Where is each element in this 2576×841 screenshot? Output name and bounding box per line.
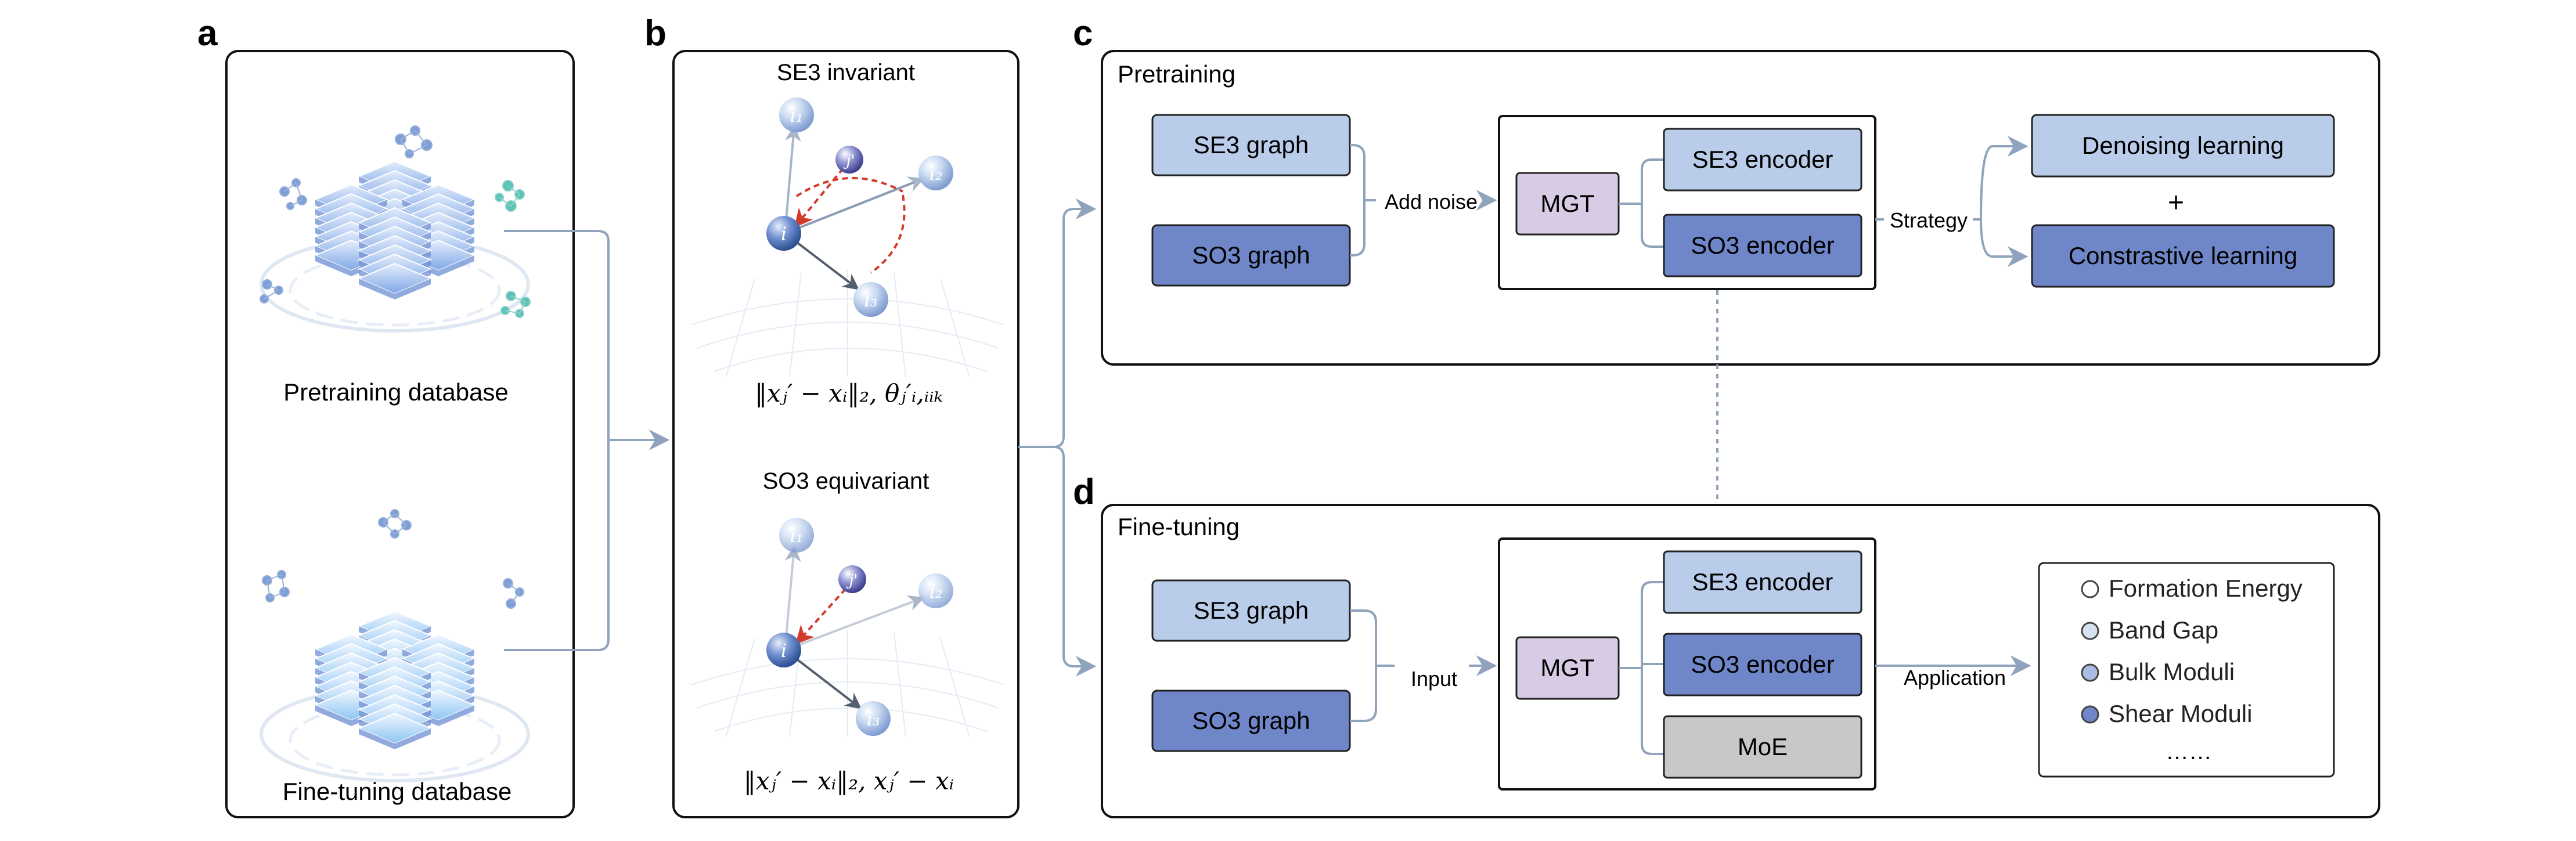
- se3-node-i2: i₂: [929, 163, 942, 185]
- se3-invariant-title: SE3 invariant: [777, 60, 915, 85]
- property-item: Band Gap: [2109, 616, 2218, 644]
- pretrain-mgt-label: MGT: [1540, 190, 1594, 217]
- strategy-label: Strategy: [1890, 208, 1968, 232]
- property-bullet: [2081, 705, 2099, 724]
- denoising-learning-label: Denoising learning: [2082, 132, 2284, 159]
- contrastive-learning-label: Constrastive learning: [2069, 242, 2298, 269]
- finetune-se3-encoder-box: [1663, 550, 1862, 614]
- denoising-learning-box: [2031, 114, 2335, 178]
- moe-label: MoE: [1738, 733, 1788, 760]
- pretraining-title: Pretraining: [1118, 60, 1235, 88]
- server-slab-side: [359, 279, 431, 299]
- finetune-so3-encoder-box: [1663, 633, 1862, 696]
- merge-arrow-a-to-b: [504, 230, 670, 651]
- so3-node-i: i: [781, 640, 787, 662]
- finetuning-title: Fine-tuning: [1118, 513, 1240, 540]
- split-arrow-b-to-cd: [1018, 198, 1097, 677]
- add-noise-label: Add noise: [1385, 190, 1478, 214]
- finetune-se3-graph-label: SE3 graph: [1194, 597, 1309, 624]
- so3-equivariant-title: SO3 equivariant: [763, 468, 929, 494]
- pretrain-encoder-connector: [1619, 158, 1664, 248]
- se3-node-j: j': [843, 152, 855, 169]
- properties-ellipsis: ……: [2166, 739, 2212, 764]
- pretraining-database-label: Pretraining database: [283, 378, 509, 406]
- se3-invariant-diagram: i₁ i₂ i₃ j' i: [690, 98, 1005, 378]
- property-item: Formation Energy: [2109, 575, 2303, 602]
- pretrain-so3-graph-label: SO3 graph: [1192, 241, 1310, 269]
- moe-box: [1663, 715, 1862, 779]
- property-item: Bulk Moduli: [2109, 658, 2235, 685]
- pretrain-so3-encoder-box: [1663, 214, 1862, 277]
- so3-equivariant-diagram: i₁ i₂ i₃ j' i: [690, 518, 1005, 738]
- se3-formula: ‖xⱼ′ − xᵢ‖₂, θⱼ′ᵢ,ᵢᵢₖ: [755, 379, 943, 407]
- property-item: Shear Moduli: [2109, 700, 2252, 727]
- plus-sign: +: [2168, 187, 2184, 218]
- property-bullet: [2081, 622, 2099, 640]
- so3-node-j: j': [846, 572, 858, 589]
- se3-node-i: i: [781, 223, 787, 245]
- pretrain-graph-merge-connector: [1350, 144, 1376, 257]
- panel-label-d: d: [1073, 472, 1095, 512]
- pretrain-se3-encoder-box: [1663, 128, 1862, 192]
- so3-node-i1: i₁: [790, 525, 803, 547]
- property-bullet: [2081, 663, 2099, 682]
- strategy-split-arrows: [1973, 136, 2029, 267]
- finetuning-database-illustration: [260, 509, 530, 782]
- property-bullet: [2081, 580, 2099, 598]
- so3-formula: ‖xⱼ′ − xᵢ‖₂, xⱼ′ − xᵢ: [744, 767, 954, 795]
- finetune-encoder-connector: [1619, 581, 1664, 755]
- so3-node-i2: i₂: [929, 580, 942, 602]
- finetune-mgt-label: MGT: [1540, 654, 1594, 681]
- server-slab-side: [359, 728, 431, 749]
- panel-label-c: c: [1073, 13, 1093, 53]
- finetune-so3-encoder-label: SO3 encoder: [1691, 651, 1835, 678]
- se3-node-i3: i₃: [864, 289, 877, 311]
- panel-a-frame: [225, 50, 575, 818]
- application-label: Application: [1904, 666, 2006, 690]
- contrastive-learning-box: [2031, 224, 2335, 288]
- pretraining-database-illustration: [260, 125, 531, 333]
- se3-node-i1: i₁: [790, 104, 803, 127]
- panel-label-b: b: [644, 13, 666, 53]
- finetuning-database-label: Fine-tuning database: [283, 778, 512, 805]
- pretrain-se3-graph-label: SE3 graph: [1194, 131, 1309, 158]
- finetune-se3-encoder-label: SE3 encoder: [1692, 568, 1833, 595]
- so3-node-i3: i₃: [866, 708, 880, 730]
- finetune-graph-merge-connector: [1350, 609, 1395, 722]
- panel-label-a: a: [197, 13, 218, 53]
- pretrain-se3-encoder-label: SE3 encoder: [1692, 146, 1833, 173]
- panel-b-frame: [672, 50, 1019, 818]
- input-label: Input: [1411, 667, 1457, 691]
- properties-box: [2038, 562, 2335, 778]
- finetune-so3-graph-label: SO3 graph: [1192, 707, 1310, 734]
- pretrain-so3-encoder-label: SO3 encoder: [1691, 232, 1835, 259]
